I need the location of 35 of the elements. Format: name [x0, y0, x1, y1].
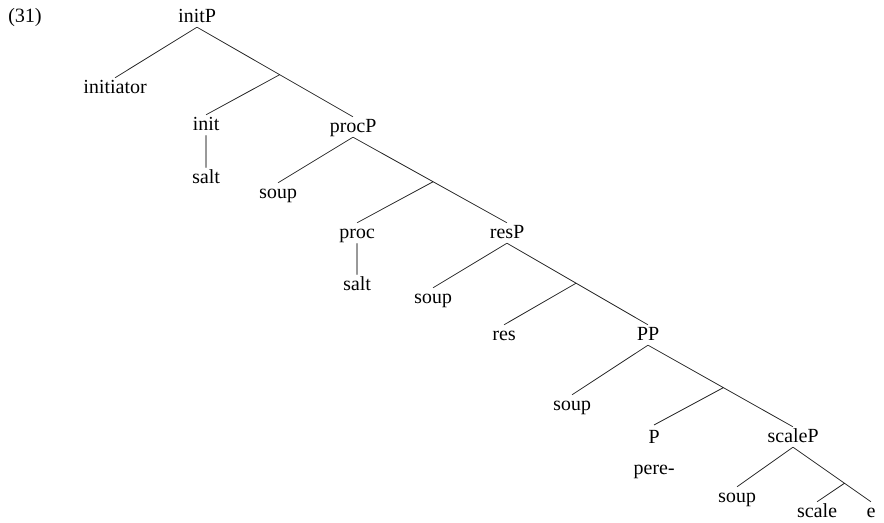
tree-label: soup: [414, 294, 452, 308]
tree-label: res: [492, 330, 515, 340]
tree-branch: [206, 74, 280, 116]
tree-label: scaleP: [768, 428, 818, 442]
tree-label: proc: [340, 228, 374, 242]
tree-branch: [792, 446, 872, 502]
tree-branch: [506, 242, 648, 326]
tree-branch: [432, 242, 508, 288]
tree-label: soup: [260, 188, 296, 202]
tree-label: scale: [798, 503, 836, 518]
tree-label: init: [193, 116, 220, 130]
tree-label: soup: [554, 400, 590, 414]
tree-branch: [504, 282, 576, 326]
tree-branch: [648, 344, 794, 428]
tree-label: procP: [330, 118, 376, 136]
tree-branch: [654, 387, 724, 426]
tree-label: e: [867, 508, 875, 518]
tree-label: initP: [178, 8, 216, 22]
tree-branch: [352, 136, 508, 224]
tree-branch: [196, 26, 354, 118]
example-number: (31): [9, 8, 41, 26]
tree-branch: [816, 482, 845, 502]
tree-label: initiator: [84, 80, 146, 94]
tree-branch: [278, 136, 354, 184]
tree-label: salt: [192, 169, 220, 184]
tree-label: P pere-: [634, 430, 674, 478]
tree-label: soup: [718, 492, 756, 506]
tree-label: PP: [637, 326, 658, 340]
tree-branch: [356, 181, 434, 224]
tree-label: salt: [344, 276, 371, 290]
tree-label: resP: [490, 224, 524, 238]
tree-branch: [572, 344, 648, 396]
tree-branch: [356, 242, 358, 276]
tree-branch: [114, 26, 198, 78]
tree-branch: [736, 446, 794, 488]
